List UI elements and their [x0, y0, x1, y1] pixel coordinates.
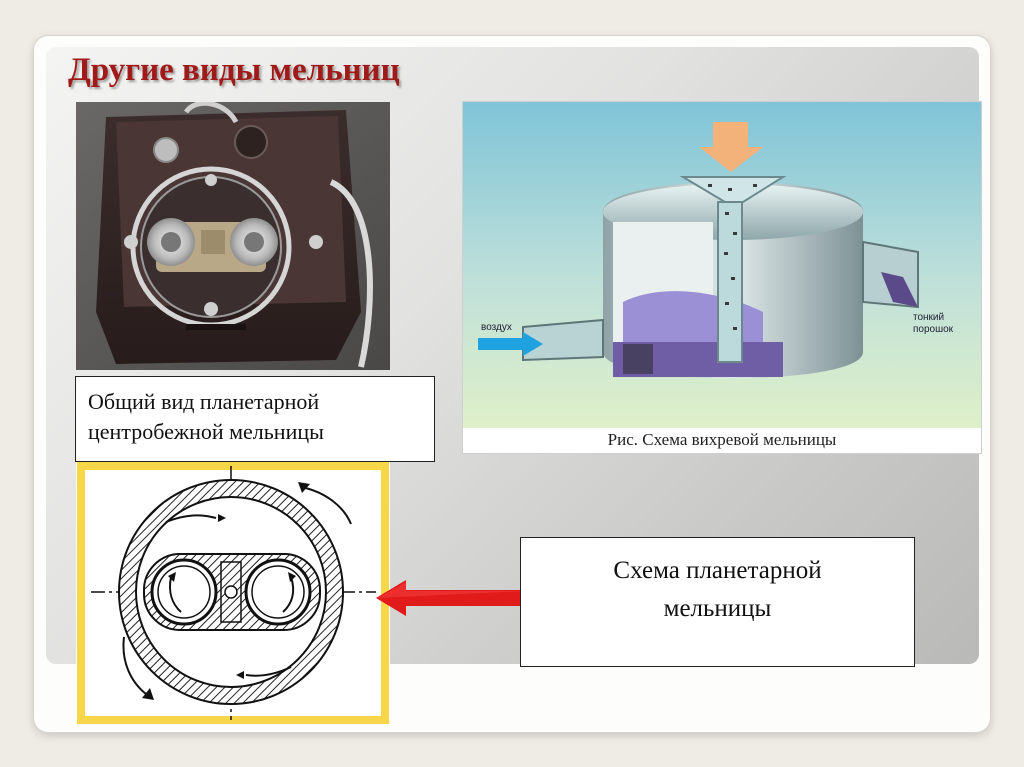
slide-title: Другие виды мельниц: [68, 52, 400, 89]
label-fine-powder-line1: тонкий: [913, 312, 944, 323]
planetary-mill-caption-box: Общий вид планетарной центробежной мельн…: [75, 376, 435, 462]
planetary-mill-photo-illustration: [76, 102, 390, 370]
vortex-mill-diagram: воздух тонкий порошок Рис. Схема вихрево…: [462, 101, 982, 454]
label-air: воздух: [481, 322, 512, 333]
planetary-scheme-caption-line2: мельницы: [531, 590, 904, 628]
planetary-mill-scheme: [76, 462, 390, 724]
vortex-diagram-caption: Рис. Схема вихревой мельницы: [608, 430, 837, 449]
red-arrow-icon: [376, 580, 526, 616]
planetary-mill-scheme-drawing: [76, 462, 390, 724]
planetary-mill-photo: [76, 102, 390, 370]
vortex-mill-illustration: воздух тонкий порошок Рис. Схема вихрево…: [463, 102, 981, 453]
label-fine-powder-line2: порошок: [913, 324, 954, 335]
planetary-scheme-caption-box: Схема планетарной мельницы: [520, 537, 915, 667]
planetary-scheme-caption-line1: Схема планетарной: [531, 552, 904, 590]
planetary-mill-caption: Общий вид планетарной центробежной мельн…: [88, 389, 324, 444]
